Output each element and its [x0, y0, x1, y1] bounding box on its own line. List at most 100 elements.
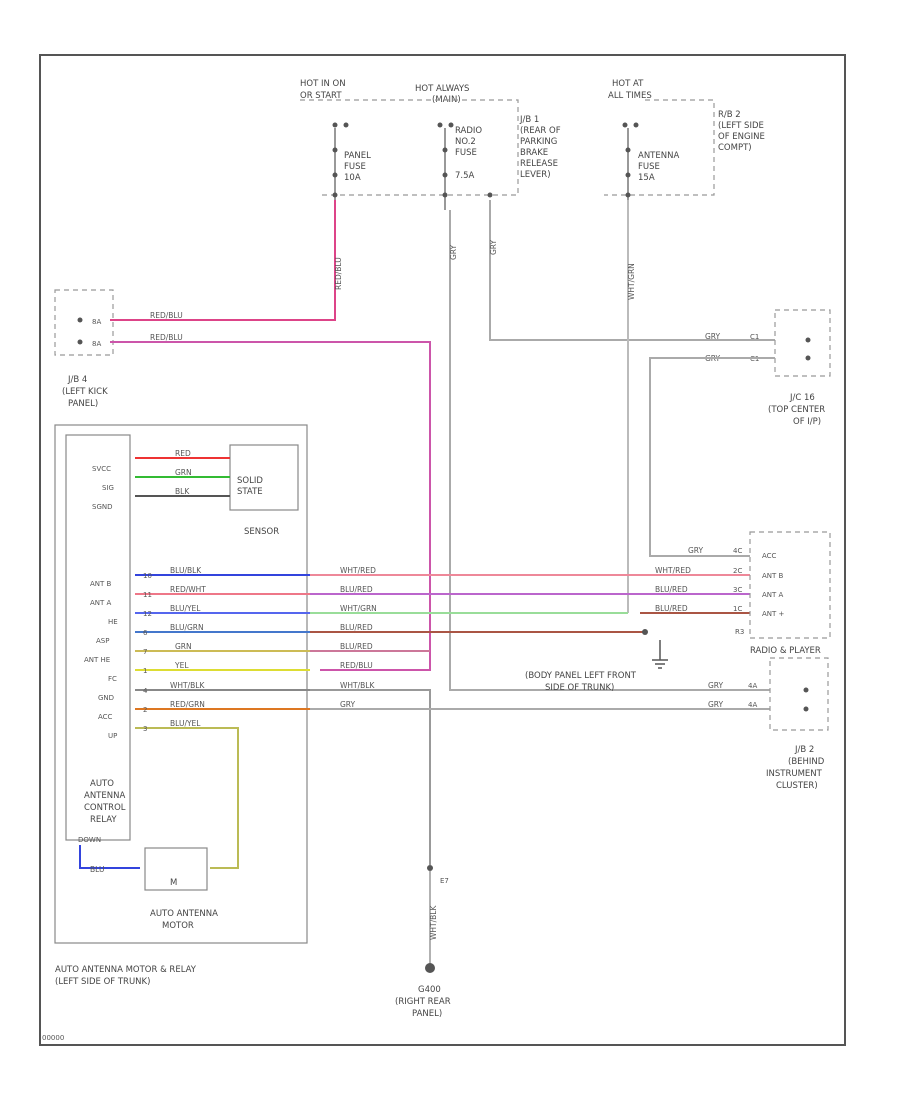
jb4-pin-1 — [77, 317, 83, 323]
module-pin-fc: FC — [108, 675, 117, 683]
radio-wire-anta-label: BLU/RED — [655, 585, 688, 594]
fuse-panel-label-1: PANEL — [344, 151, 371, 161]
wire-up-left — [135, 727, 239, 869]
pin-num-12: 12 — [143, 610, 152, 618]
wire-antenna-fuse-label: WHT/GRN — [627, 263, 636, 300]
wire-anthe-right-label: BLU/RED — [340, 642, 373, 651]
solid-state-label-1: SOLID — [237, 476, 263, 486]
pin-num-6: 6 — [143, 629, 148, 637]
hot-always-label: HOT ALWAYS — [415, 84, 469, 94]
module-pin-up: UP — [108, 732, 117, 740]
wire-jb4-out — [110, 341, 431, 671]
wire-he-left-label: BLU/YEL — [170, 604, 201, 613]
module-outer-box — [54, 424, 308, 944]
motor-name-2: MOTOR — [162, 921, 194, 931]
rb2-label-1: R/B 2 — [718, 110, 741, 120]
wire-panel-fuse-label: RED/BLU — [334, 257, 343, 290]
jc16-pin-2 — [805, 355, 811, 361]
pin-num-7: 7 — [143, 648, 147, 656]
wire-radio-fuse-2-label: GRY — [489, 239, 498, 255]
fuse-radio-label-3: FUSE — [455, 148, 477, 158]
splice-point — [642, 629, 648, 635]
ground-connector — [427, 865, 433, 871]
motor-name-1: AUTO ANTENNA — [150, 909, 218, 919]
jb4-name-1: J/B 4 — [67, 375, 87, 385]
pin-num-11: 11 — [143, 591, 152, 599]
radio-pin-num-4: 1C — [733, 605, 742, 613]
jb1-label-1: J/B 1 — [519, 115, 539, 125]
jb2-pin1-num: 4A — [748, 682, 757, 690]
jb1-label-2: (REAR OF — [520, 126, 561, 136]
motor-symbol: M — [170, 878, 177, 888]
radio-wire-antplus-label: BLU/RED — [655, 604, 688, 613]
fuse-radio-label-4: 7.5A — [455, 171, 475, 181]
wire-gnd-right — [310, 689, 431, 865]
ground-name-1: G400 — [418, 985, 441, 995]
jc16-name-2: (TOP CENTER — [768, 405, 825, 415]
jb2-pin-1 — [803, 687, 809, 693]
radio-wire-antb-label: WHT/RED — [655, 566, 691, 575]
jb2-w2-label: GRY — [708, 700, 724, 709]
pin-num-10: 10 — [143, 572, 152, 580]
jb1-label-4: BRAKE — [520, 148, 548, 158]
pin-num-4: 4 — [143, 687, 148, 695]
jc16-pin-1 — [805, 337, 811, 343]
hot-at-label: HOT AT — [612, 79, 644, 89]
ground-wire-label: WHT/BLK — [429, 905, 438, 940]
radio-conn-label: R3 — [735, 628, 744, 636]
pin-num-3: 3 — [143, 725, 147, 733]
jb2-w1-label: GRY — [708, 681, 724, 690]
fuse-panel-label-2: FUSE — [344, 162, 366, 172]
jb2-name-3: INSTRUMENT — [766, 769, 823, 779]
radio-pin-num-1: 4C — [733, 547, 742, 555]
module-pin-gnd: GND — [98, 694, 114, 702]
rb2-label-4: COMPT) — [718, 143, 752, 153]
wire-antb-left-label: BLU/BLK — [170, 566, 202, 575]
ground-point-label-1: (BODY PANEL LEFT FRONT — [525, 671, 637, 681]
wire-jc16-acc — [649, 357, 775, 557]
radio-name: RADIO & PLAYER — [750, 646, 821, 656]
wire-radio-fuse-label: GRY — [449, 244, 458, 260]
radio-pin-num-3: 3C — [733, 586, 742, 594]
fuse-panel-label-3: 10A — [344, 173, 361, 183]
hot-run-label: HOT IN ON — [300, 79, 346, 89]
module-pin-anthe: ANT HE — [84, 656, 110, 664]
jb2-pin2-num: 4A — [748, 701, 757, 709]
module-pin-asp: ASP — [96, 637, 109, 645]
radio-pin-acc: ACC — [762, 552, 777, 560]
sensor-pin-svcc: SVCC — [92, 465, 111, 473]
sensor-pin-sig: SIG — [102, 484, 114, 492]
down-wire-label: BLU — [90, 865, 104, 874]
jb1-label-5: RELEASE — [520, 159, 558, 169]
pin-num-2: 2 — [143, 706, 147, 714]
sensor-wire-grn-label: GRN — [175, 468, 192, 477]
wire-anta-left-label: RED/WHT — [170, 585, 206, 594]
jb2-name-4: CLUSTER) — [776, 781, 818, 791]
fuse-antenna-label-2: FUSE — [638, 162, 660, 172]
relay-name-3: CONTROL — [84, 803, 126, 813]
jb1-label-3: PARKING — [520, 137, 557, 147]
sensor-wire-blk-label: BLK — [175, 487, 190, 496]
jb4-w2-label: RED/BLU — [150, 333, 183, 342]
jb2-name-1: J/B 2 — [794, 745, 814, 755]
ground-point-label-2: SIDE OF TRUNK) — [545, 683, 614, 693]
pin-num-1: 1 — [143, 667, 147, 675]
ground-symbol-body — [652, 640, 668, 669]
wire-acc-left-label: RED/GRN — [170, 700, 205, 709]
radio-box — [749, 531, 831, 639]
fuse-antenna — [622, 122, 639, 200]
wire-acc-right-label: GRY — [340, 700, 356, 709]
jc16-box — [774, 309, 831, 377]
solid-state-label-2: STATE — [237, 487, 263, 497]
relay-box — [65, 434, 131, 841]
wire-anthe-left-label: GRN — [175, 642, 192, 651]
jb4-pin-2 — [77, 339, 83, 345]
relay-name-1: AUTO — [90, 779, 114, 789]
fuse-antenna-label-1: ANTENNA — [638, 151, 679, 161]
relay-name-2: ANTENNA — [84, 791, 125, 801]
wire-asp-left-label: BLU/GRN — [170, 623, 204, 632]
module-pin-anta: ANT A — [90, 599, 112, 607]
jb2-pin-2 — [803, 706, 809, 712]
wire-he-right-label: WHT/GRN — [340, 604, 377, 613]
